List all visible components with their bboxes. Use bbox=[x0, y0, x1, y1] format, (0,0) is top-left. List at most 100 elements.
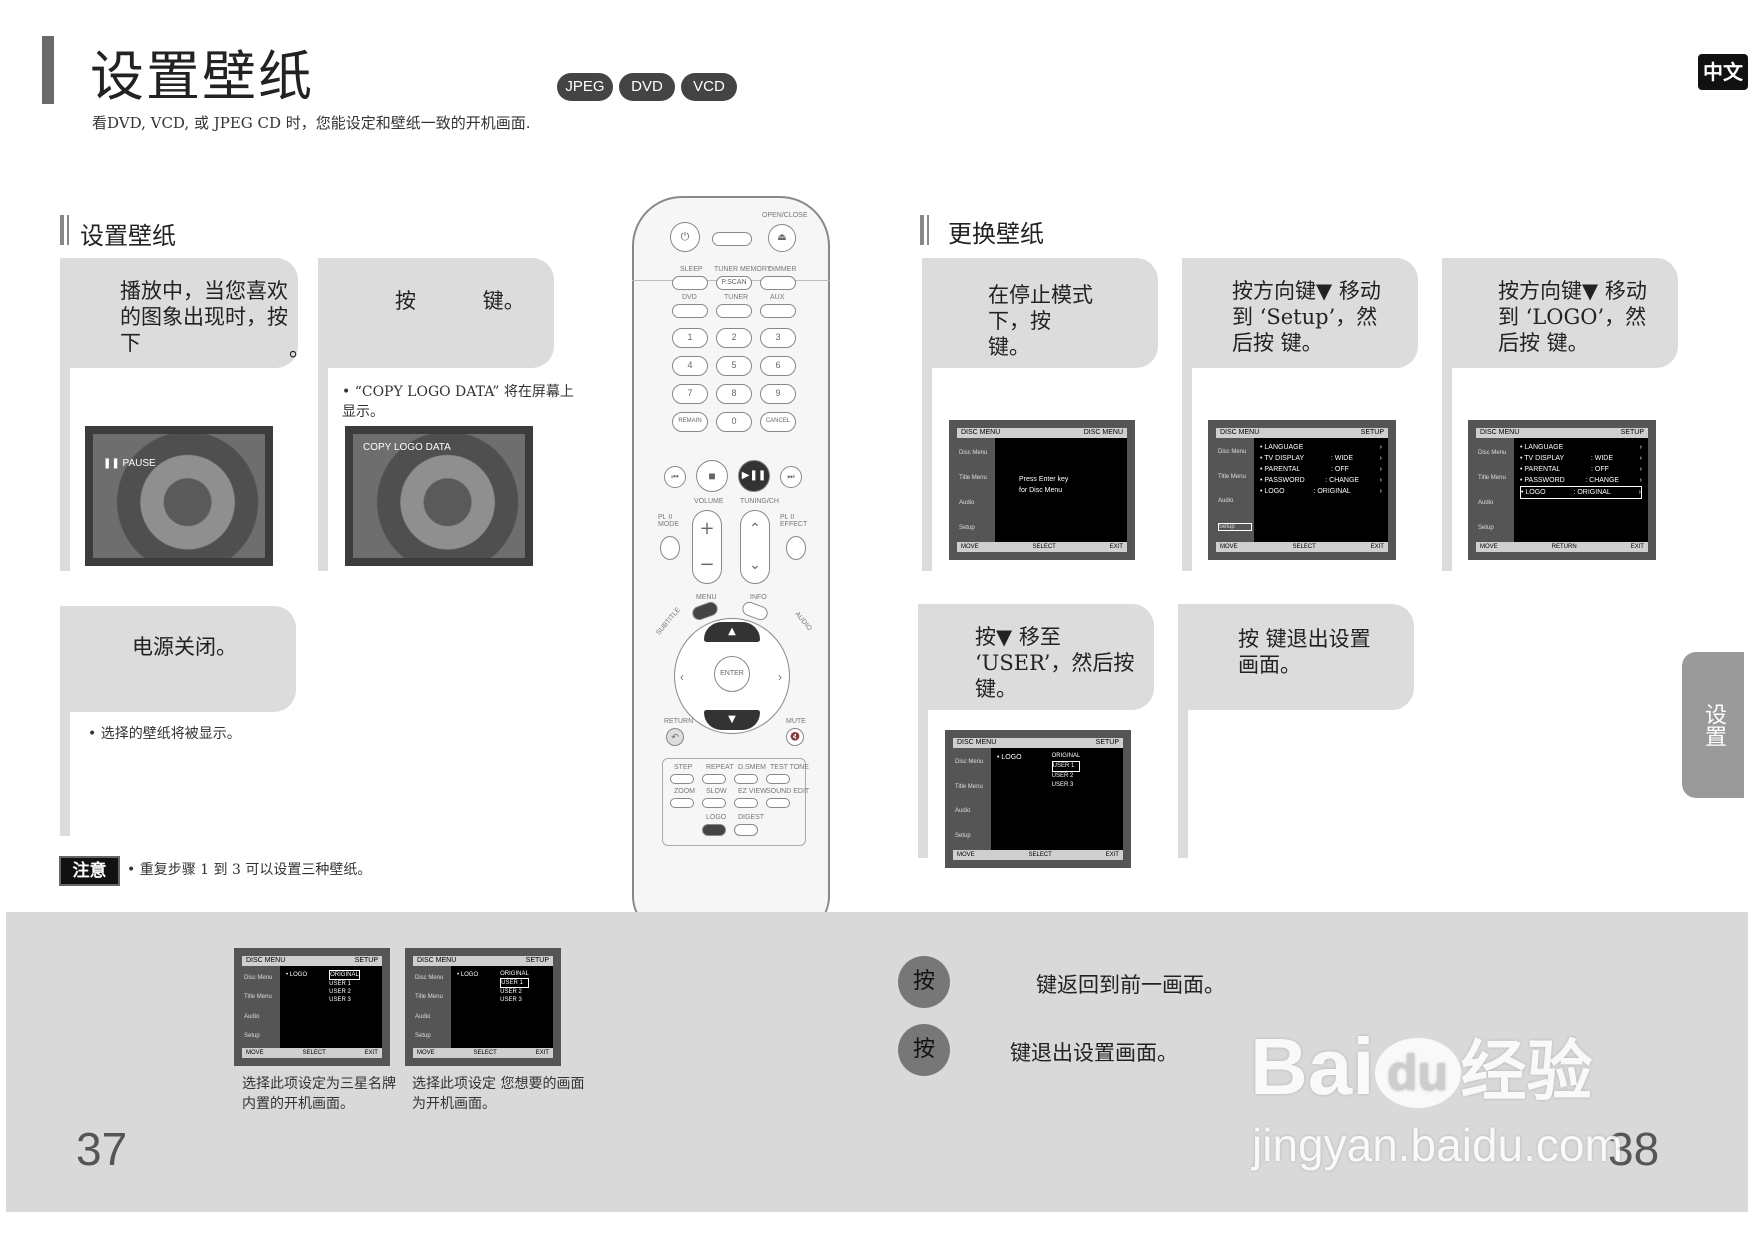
digest-label: DIGEST bbox=[738, 814, 765, 821]
enter-button[interactable]: ENTER bbox=[714, 656, 750, 692]
digit-3-button[interactable]: 3 bbox=[760, 328, 796, 348]
disc-menu-head-left: DISC MENU bbox=[961, 429, 1001, 436]
pscan-button[interactable]: P.SCAN bbox=[716, 276, 752, 290]
volume-rocker[interactable]: +− bbox=[692, 510, 722, 584]
right-section-accent-bar-thin bbox=[927, 215, 929, 245]
digit-5-button[interactable]: 5 bbox=[716, 356, 752, 376]
next-button[interactable]: ⏭ bbox=[780, 466, 802, 488]
r-step5-card bbox=[1178, 604, 1414, 710]
sleep-button[interactable] bbox=[672, 276, 708, 290]
r-step2-line bbox=[1182, 368, 1192, 571]
mute-button[interactable]: 🔇 bbox=[786, 728, 804, 746]
return-button[interactable]: ↶ bbox=[666, 728, 684, 746]
dsmem-button[interactable] bbox=[734, 774, 758, 784]
step1-line bbox=[60, 368, 70, 571]
badge-jpeg: JPEG bbox=[557, 73, 613, 101]
caption-original: 选择此项设定为三星名牌内置的开机画面。 bbox=[242, 1076, 396, 1112]
user2-option-original: ORIGINAL bbox=[500, 971, 529, 977]
repeat-label: REPEAT bbox=[706, 764, 734, 771]
orig-head-right: SETUP bbox=[354, 957, 378, 964]
tuner-button[interactable] bbox=[716, 304, 752, 318]
user2-foot-exit: EXIT bbox=[535, 1050, 549, 1056]
logo-setup-row: • LANGUAGE› bbox=[1520, 442, 1642, 453]
setup-row: • LANGUAGE› bbox=[1260, 442, 1382, 453]
zoom-button[interactable] bbox=[670, 798, 694, 808]
page-title: 设置壁纸 bbox=[90, 45, 314, 108]
prev-button[interactable]: ⏮ bbox=[664, 466, 686, 488]
tuner-label: TUNER bbox=[724, 294, 749, 301]
caption-user: 选择此项设定 您想要的画面为开机画面。 bbox=[412, 1076, 585, 1112]
nav-right-button[interactable]: › bbox=[778, 670, 782, 684]
test-tone-button[interactable] bbox=[766, 774, 790, 784]
nav-left-button[interactable]: ‹ bbox=[680, 670, 684, 684]
sound-edit-button[interactable] bbox=[766, 798, 790, 808]
ez-view-button[interactable] bbox=[734, 798, 758, 808]
pl2-effect-button[interactable] bbox=[786, 536, 806, 560]
side-title-menu: Title Menu bbox=[959, 474, 987, 481]
step-label: STEP bbox=[674, 764, 693, 771]
copy-logo-photo: COPY LOGO DATA bbox=[345, 426, 533, 566]
digit-8-button[interactable]: 8 bbox=[716, 384, 752, 404]
setup-row: • PASSWORD: CHANGE› bbox=[1260, 475, 1382, 486]
logo-button[interactable] bbox=[702, 824, 726, 836]
r-step4-text: 按▼ 移至 ‘USER’，然后按 键。 bbox=[975, 625, 1135, 701]
eject-button[interactable]: ⏏ bbox=[768, 224, 796, 252]
digest-button[interactable] bbox=[734, 824, 758, 836]
pl2-mode-button[interactable] bbox=[660, 536, 680, 560]
setup-row-value: : CHANGE bbox=[1325, 477, 1360, 484]
aux-button[interactable] bbox=[760, 304, 796, 318]
slow-button[interactable] bbox=[702, 798, 726, 808]
dimmer-button[interactable] bbox=[760, 276, 796, 290]
left-section-title: 设置壁纸 bbox=[80, 222, 176, 250]
setup-row-label: • LOGO bbox=[1260, 488, 1285, 495]
setup-foot-select: SELECT bbox=[1292, 544, 1316, 550]
step3-text: 电源关闭。 bbox=[132, 635, 237, 659]
foot-move: MOVE bbox=[961, 544, 979, 550]
option-user-1: USER 1 bbox=[1051, 761, 1081, 772]
disc-menu-head-right: DISC MENU bbox=[1083, 429, 1123, 436]
digit-0-button[interactable]: 0 bbox=[716, 412, 752, 432]
logo-setup-row-value: : CHANGE bbox=[1585, 477, 1620, 484]
digit-2-button[interactable]: 2 bbox=[716, 328, 752, 348]
digit-6-button[interactable]: 6 bbox=[760, 356, 796, 376]
watermark-url: jingyan.baidu.com bbox=[1252, 1119, 1623, 1171]
remain-button[interactable]: REMAIN bbox=[672, 412, 708, 432]
settings-side-tab: 设置 bbox=[1682, 652, 1744, 798]
tuning-rocker[interactable]: ⌃⌄ bbox=[740, 510, 770, 584]
logo-setup-row-arrow: › bbox=[1639, 455, 1642, 462]
option-user-3: USER 3 bbox=[1051, 782, 1074, 788]
side-disc-menu: Disc Menu bbox=[959, 449, 988, 456]
page-number-right: 38 bbox=[1608, 1123, 1660, 1175]
caution-text: • 重复步骤 1 到 3 可以设置三种壁纸。 bbox=[127, 862, 372, 878]
logo-setup-row: • PASSWORD: CHANGE› bbox=[1520, 475, 1642, 486]
play-pause-button[interactable]: ▶❚❚ bbox=[738, 460, 770, 492]
nav-up-button[interactable]: ▲ bbox=[704, 622, 760, 642]
nav-down-button[interactable]: ▼ bbox=[704, 710, 760, 730]
digit-7-button[interactable]: 7 bbox=[672, 384, 708, 404]
cancel-button[interactable]: CANCEL bbox=[760, 412, 796, 432]
user2-side-disc: Disc Menu bbox=[415, 974, 444, 981]
logo-setup-row-value: : ORIGINAL bbox=[1573, 489, 1611, 496]
step1-card bbox=[60, 258, 298, 368]
stop-button[interactable]: ■ bbox=[696, 460, 728, 492]
copy-logo-overlay: COPY LOGO DATA bbox=[363, 442, 451, 453]
step-button[interactable] bbox=[670, 774, 694, 784]
digit-1-button[interactable]: 1 bbox=[672, 328, 708, 348]
r-step1-line bbox=[922, 368, 932, 571]
user2-sidebar: Disc Menu Title Menu Audio Setup bbox=[413, 966, 451, 1048]
digit-9-button[interactable]: 9 bbox=[760, 384, 796, 404]
mute-label: MUTE bbox=[786, 718, 806, 725]
power-button[interactable]: ⏻ bbox=[670, 222, 700, 252]
repeat-button[interactable] bbox=[702, 774, 726, 784]
user-logo-label: • LOGO bbox=[997, 754, 1022, 761]
menu-button[interactable] bbox=[690, 599, 720, 623]
audio-label: AUDIO bbox=[793, 610, 813, 633]
blank-button[interactable] bbox=[712, 232, 752, 246]
return-circle-button: 按 bbox=[898, 956, 950, 1008]
digit-4-button[interactable]: 4 bbox=[672, 356, 708, 376]
r-step3-card bbox=[1442, 258, 1678, 368]
user2-head-left: DISC MENU bbox=[417, 957, 457, 964]
logo-setup-row-value: : OFF bbox=[1591, 466, 1609, 473]
dvd-button[interactable] bbox=[672, 304, 708, 318]
